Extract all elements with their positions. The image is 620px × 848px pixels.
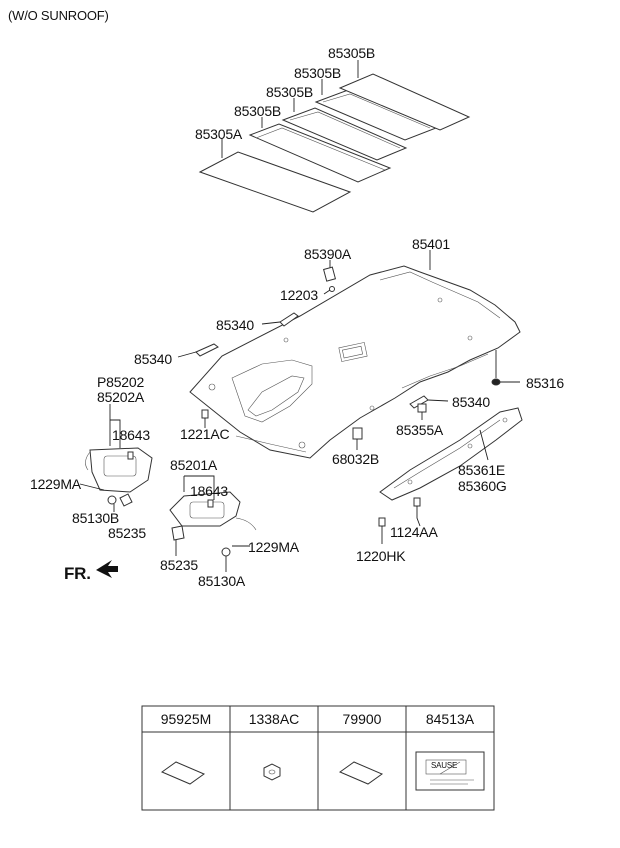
pad-85305b-1 — [248, 123, 392, 183]
label-screw-1220hk: 1220HK — [356, 548, 406, 564]
screw-1124aa — [413, 497, 421, 527]
table-header-2: 1338AC — [248, 711, 300, 727]
pad-85305b-2 — [281, 107, 408, 161]
front-arrow-icon — [96, 560, 118, 578]
label-visor-85201a: 85201A — [170, 457, 218, 473]
handle-85340-left — [177, 343, 219, 358]
visor-85201a — [169, 475, 257, 572]
label-trim-85360g: 85360G — [458, 478, 507, 494]
label-clip-85316: 85316 — [526, 375, 564, 391]
cap-85355a — [417, 403, 427, 420]
label-bracket-85235-right: 85235 — [160, 557, 198, 573]
label-handle-upper: 85340 — [216, 317, 254, 333]
bolt-1221ac — [201, 409, 209, 428]
table-label-text: SAUSE — [431, 761, 458, 770]
label-handle-right: 85340 — [452, 394, 490, 410]
label-harness-1229ma-left: 1229MA — [30, 476, 81, 492]
clip-85390a — [323, 260, 337, 295]
table-header-4: 84513A — [425, 711, 475, 727]
label-visor-85202a: 85202A — [97, 389, 145, 405]
table-pad-icon-2 — [338, 761, 384, 785]
clip-85316 — [491, 350, 520, 386]
table-label-icon — [415, 751, 485, 791]
diagram-note: (W/O SUNROOF) — [8, 8, 109, 23]
label-pad-b4: 85305B — [234, 103, 282, 119]
fastener-68032b — [352, 427, 363, 450]
label-pad-b1: 85305B — [328, 45, 376, 61]
label-headliner: 85401 — [412, 236, 450, 252]
label-trim-85361e: 85361E — [458, 462, 506, 478]
label-lamp-18643-right: 18643 — [190, 483, 228, 499]
label-pad-b2: 85305B — [294, 65, 342, 81]
label-lamp-18643-left: 18643 — [112, 427, 150, 443]
handle-85340-right — [409, 395, 449, 409]
screw-1220hk — [378, 517, 386, 544]
label-clip-85390a: 85390A — [304, 246, 352, 262]
label-p85202: P85202 — [97, 374, 145, 390]
visor-85202a — [79, 404, 153, 512]
front-indicator: FR. — [64, 564, 91, 583]
headliner-85401 — [189, 250, 521, 459]
table-pad-icon-1 — [160, 761, 206, 785]
label-handle-left: 85340 — [134, 351, 172, 367]
pad-leaders — [221, 60, 359, 158]
table-nut-icon — [263, 763, 281, 781]
label-cap-85355a: 85355A — [396, 422, 444, 438]
label-harness-1229ma-right: 1229MA — [248, 539, 299, 555]
side-trim-85361e-85360g — [379, 407, 523, 501]
pad-85305b-4 — [338, 73, 471, 131]
label-bolt-1221ac: 1221AC — [180, 426, 230, 442]
label-holder-85130a: 85130A — [198, 573, 246, 589]
label-holder-85130b: 85130B — [72, 510, 120, 526]
table-header-1: 95925M — [160, 711, 212, 727]
handle-85340-upper — [261, 312, 299, 327]
label-pad-b3: 85305B — [266, 84, 314, 100]
label-bracket-85235-left: 85235 — [108, 525, 146, 541]
table-header-3: 79900 — [342, 711, 382, 727]
label-fastener-68032b: 68032B — [332, 451, 380, 467]
label-screw-12203: 12203 — [280, 287, 318, 303]
label-screw-1124aa: 1124AA — [390, 524, 438, 540]
pad-85305a — [198, 151, 352, 213]
label-pad-a: 85305A — [195, 126, 243, 142]
parts-table-frame — [141, 705, 495, 811]
